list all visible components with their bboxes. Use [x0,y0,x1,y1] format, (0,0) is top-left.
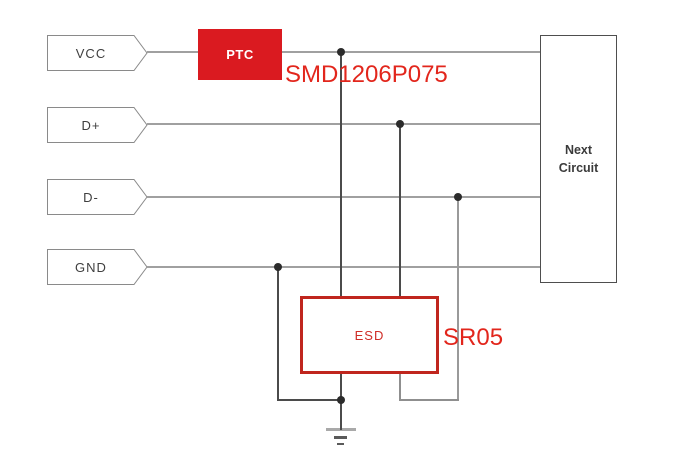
wire-bottom-left [278,399,341,401]
net-label-dplus: D+ [47,107,148,143]
net-label-dminus-text: D- [83,189,99,205]
wire-gnd [147,266,540,268]
junction-dot-dplus [396,120,404,128]
ground-icon-bar2 [334,436,347,439]
net-label-gnd-text: GND [75,259,107,275]
ptc-label: PTC [226,47,254,62]
next-circuit-block: Next Circuit [540,35,617,283]
esd-label: ESD [354,327,385,343]
wire-dplus [147,123,540,125]
net-label-dplus-text: D+ [81,117,101,133]
wire-dplus-branch-to-esd [399,124,401,296]
junction-dot-gnd [274,263,282,271]
wire-dminus-branch [457,197,459,401]
net-label-dminus: D- [47,179,148,215]
net-label-vcc-text: VCC [75,45,107,61]
wire-gnd-branch [277,267,279,401]
ptc-component: PTC [198,29,282,80]
net-label-vcc-shape [47,35,148,71]
next-circuit-line2: Circuit [558,161,599,175]
esd-part-number: SR05 [443,324,504,351]
esd-component: ESD [300,296,439,374]
junction-dot-ground [337,396,345,404]
net-label-dplus-shape [47,107,148,143]
wire-dminus [147,196,540,198]
wire-ptc-to-next [282,51,540,53]
next-circuit-line1: Next [564,143,593,157]
net-label-gnd-shape [47,249,148,285]
ground-icon-bar3 [337,443,344,445]
junction-dot-vcc [337,48,345,56]
wire-vcc-branch-to-esd [340,52,342,296]
net-label-dminus-shape [47,179,148,215]
wire-vcc-to-ptc [147,51,198,53]
net-label-vcc: VCC [47,35,148,71]
wire-esd-pin-right [399,374,401,401]
wire-bottom-right [399,399,459,401]
junction-dot-dminus [454,193,462,201]
net-label-gnd: GND [47,249,148,285]
ptc-part-number: SMD1206P075 [285,61,448,88]
